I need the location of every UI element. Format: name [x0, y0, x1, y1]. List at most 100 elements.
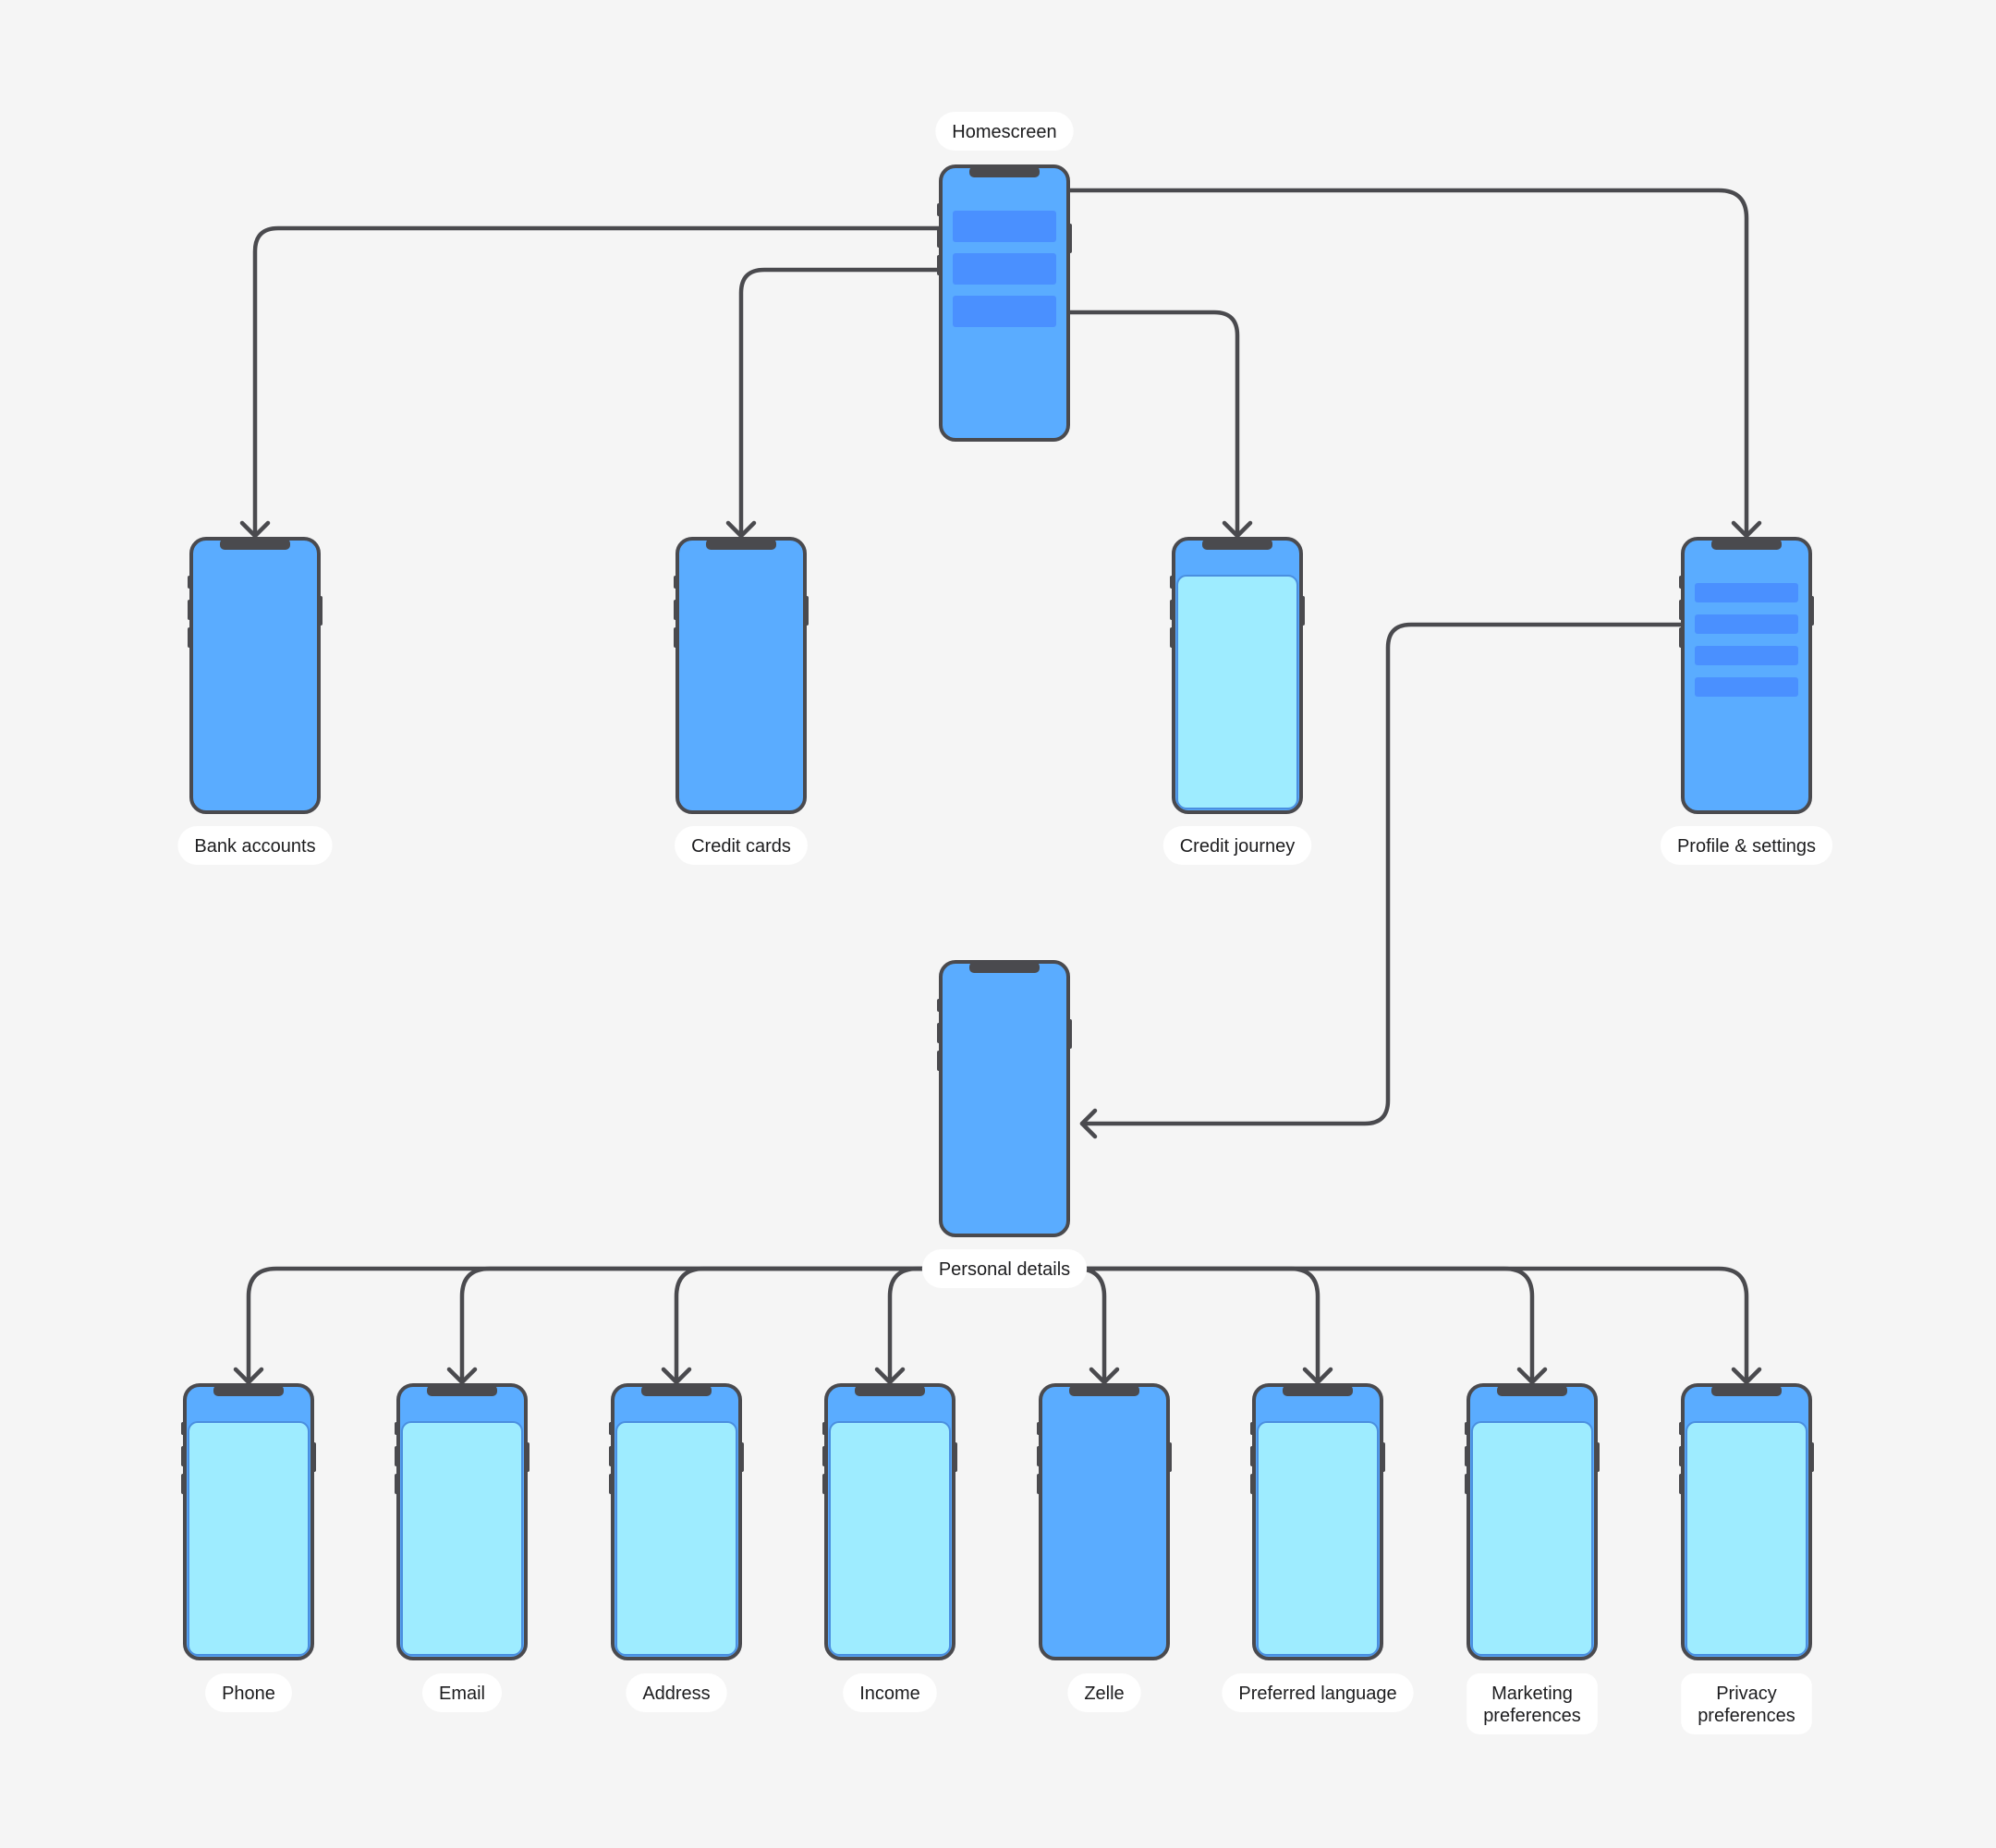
label-text: preferences: [1698, 1706, 1795, 1726]
connectors: [233, 188, 1762, 1385]
phone-frame: [939, 960, 1070, 1237]
phone-screen-zelle[interactable]: [1037, 1383, 1172, 1660]
phone-screen-personal-details[interactable]: [937, 960, 1072, 1237]
label-pill: [1067, 1673, 1141, 1712]
phone-screen-profile-settings[interactable]: [1679, 537, 1814, 814]
menu-row[interactable]: [1695, 677, 1798, 697]
phone-screen-preferred-language[interactable]: [1250, 1383, 1385, 1660]
label-text: Profile & settings: [1677, 836, 1816, 857]
menu-row[interactable]: [953, 253, 1056, 285]
label-text: Zelle: [1084, 1684, 1124, 1704]
phone-notch: [855, 1385, 925, 1396]
label-text: Address: [642, 1684, 710, 1704]
label-pill: [1162, 826, 1312, 865]
phone-frame: [675, 537, 807, 814]
arrowhead-credit-cards: [725, 520, 757, 539]
label-text: Phone: [222, 1684, 275, 1704]
menu-row[interactable]: [1695, 646, 1798, 665]
phone-notch: [1202, 539, 1272, 550]
phone-screen-bank-accounts[interactable]: [188, 537, 323, 814]
phone-notch: [220, 539, 290, 550]
label-pill: [1222, 1673, 1414, 1712]
label-text: Credit cards: [691, 836, 791, 857]
phone-screen-homescreen[interactable]: [937, 164, 1072, 442]
phone-screen-privacy-preferences[interactable]: [1679, 1383, 1814, 1660]
connector-personal-details-to-privacy-preferences: [1002, 1266, 1749, 1385]
screens: [181, 164, 1814, 1660]
phone-content-area: [401, 1421, 523, 1656]
label-pill: [935, 112, 1074, 151]
arrowhead-credit-journey: [1222, 520, 1253, 539]
phone-content-area: [188, 1421, 310, 1656]
label-text: Email: [439, 1684, 485, 1704]
label-pill: [675, 826, 808, 865]
connector-personal-details-to-email: [459, 1266, 1007, 1385]
connector-profile-settings-to-personal-details: [1079, 622, 1699, 1126]
label-phone: Phone: [205, 1673, 292, 1712]
menu-row[interactable]: [953, 296, 1056, 327]
phone-content-area: [1257, 1421, 1379, 1656]
phone-frame: [189, 537, 321, 814]
phone-notch: [969, 166, 1040, 177]
label-pill: [1681, 1673, 1812, 1734]
phone-notch: [969, 962, 1040, 973]
phone-frame: [1039, 1383, 1170, 1660]
menu-row[interactable]: [953, 211, 1056, 242]
arrowhead-personal-details: [1079, 1108, 1098, 1139]
phone-screen-address[interactable]: [609, 1383, 744, 1660]
phone-notch: [1283, 1385, 1353, 1396]
label-text: Credit journey: [1180, 836, 1296, 857]
label-text: Preferred language: [1238, 1684, 1396, 1704]
label-income: Income: [843, 1673, 937, 1712]
connector-personal-details-to-address: [674, 1266, 1007, 1385]
label-zelle: Zelle: [1067, 1673, 1141, 1712]
connector-personal-details-to-income: [887, 1266, 1007, 1385]
label-pill: [1660, 826, 1833, 865]
arrowhead-income: [874, 1367, 906, 1385]
phone-notch: [706, 539, 776, 550]
arrowhead-privacy-preferences: [1731, 1367, 1762, 1385]
label-text: Marketing: [1491, 1684, 1573, 1704]
arrowhead-preferred-language: [1302, 1367, 1333, 1385]
label-preferred-language: Preferred language: [1222, 1673, 1414, 1712]
phone-screen-marketing-preferences[interactable]: [1465, 1383, 1600, 1660]
phone-content-area: [1686, 1421, 1807, 1656]
label-pill: [626, 1673, 727, 1712]
label-credit-journey: Credit journey: [1162, 826, 1312, 865]
label-email: Email: [421, 1673, 503, 1712]
arrowhead-marketing-preferences: [1516, 1367, 1548, 1385]
phone-notch: [1711, 539, 1782, 550]
label-pill: [1467, 1673, 1598, 1734]
menu-row[interactable]: [1695, 583, 1798, 602]
phone-screen-phone[interactable]: [181, 1383, 316, 1660]
label-bank-accounts: Bank accounts: [177, 826, 333, 865]
label-credit-cards: Credit cards: [675, 826, 808, 865]
phone-notch: [641, 1385, 712, 1396]
label-text: preferences: [1483, 1706, 1581, 1726]
label-address: Address: [626, 1673, 727, 1712]
phone-content-area: [615, 1421, 737, 1656]
arrowhead-zelle: [1089, 1367, 1120, 1385]
phone-screen-credit-cards[interactable]: [674, 537, 809, 814]
phone-content-area: [829, 1421, 951, 1656]
connector-personal-details-to-phone: [246, 1266, 1007, 1385]
label-text: Personal details: [939, 1259, 1070, 1280]
arrowhead-profile-settings: [1731, 520, 1762, 539]
arrowhead-address: [661, 1367, 692, 1385]
label-pill: [421, 1673, 503, 1712]
phone-screen-income[interactable]: [822, 1383, 957, 1660]
label-personal-details: Personal details: [921, 1249, 1088, 1288]
phone-screen-email[interactable]: [395, 1383, 529, 1660]
arrowhead-phone: [233, 1367, 264, 1385]
phone-content-area: [1471, 1421, 1593, 1656]
menu-row[interactable]: [1695, 614, 1798, 634]
phone-notch: [213, 1385, 284, 1396]
arrowhead-email: [446, 1367, 478, 1385]
phone-notch: [1711, 1385, 1782, 1396]
phone-screen-credit-journey[interactable]: [1170, 537, 1305, 814]
label-text: Homescreen: [952, 122, 1056, 142]
